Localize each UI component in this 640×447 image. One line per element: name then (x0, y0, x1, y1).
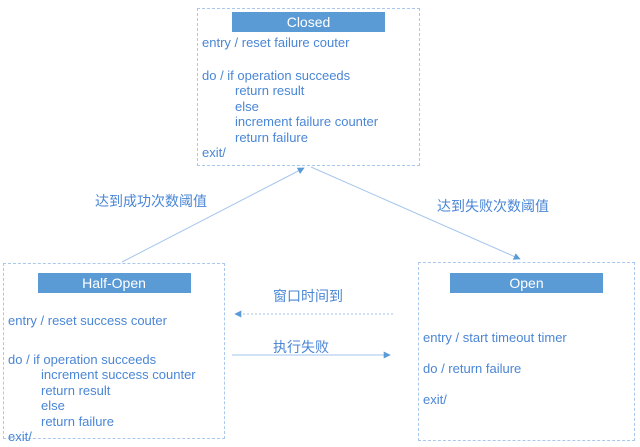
state-line: exit/ (202, 145, 226, 160)
state-line: return failure (235, 129, 308, 145)
state-line: do / if operation succeeds (202, 67, 351, 83)
state-node-half-open: Half-Open entry / reset success couter d… (3, 263, 225, 444)
state-title-half-open: Half-Open (37, 273, 191, 293)
state-node-open: Open entry / start timeout timer do / re… (418, 262, 635, 441)
transition-label-window-time: 窗口时间到 (273, 288, 343, 304)
state-line: return result (235, 83, 305, 98)
state-line (202, 51, 419, 68)
state-line (423, 346, 634, 362)
state-line: do / if operation succeeds (8, 351, 157, 367)
transition-label-success-threshold: 达到成功次数阈值 (95, 193, 207, 209)
state-body-closed: entry / reset failure couter do / if ope… (198, 35, 419, 161)
state-line: else (41, 398, 65, 413)
state-title-open: Open (450, 273, 603, 293)
state-line: increment success counter (41, 367, 196, 382)
state-line (423, 377, 634, 393)
transition-label-exec-failure: 执行失败 (273, 339, 329, 355)
state-line: do / return failure (423, 361, 522, 376)
state-body-half-open: entry / reset success couter do / if ope… (4, 313, 224, 445)
arrow-half-open-to-closed (121, 167, 305, 263)
state-title-closed: Closed (232, 12, 385, 32)
state-line (8, 329, 224, 352)
state-node-closed: Closed entry / reset failure couter do /… (197, 8, 420, 166)
state-line: exit/ (8, 429, 32, 444)
state-line: increment failure counter (235, 114, 379, 129)
state-line: entry / reset failure couter (202, 35, 350, 50)
state-body-open: entry / start timeout timer do / return … (419, 330, 634, 408)
state-line: exit/ (423, 392, 447, 407)
state-line: entry / reset success couter (8, 313, 167, 328)
state-line: entry / start timeout timer (423, 330, 567, 345)
transition-label-failure-threshold: 达到失败次数阈值 (437, 198, 549, 214)
state-line: return result (41, 382, 111, 398)
state-line: else (235, 98, 259, 114)
state-line: return failure (41, 413, 114, 429)
